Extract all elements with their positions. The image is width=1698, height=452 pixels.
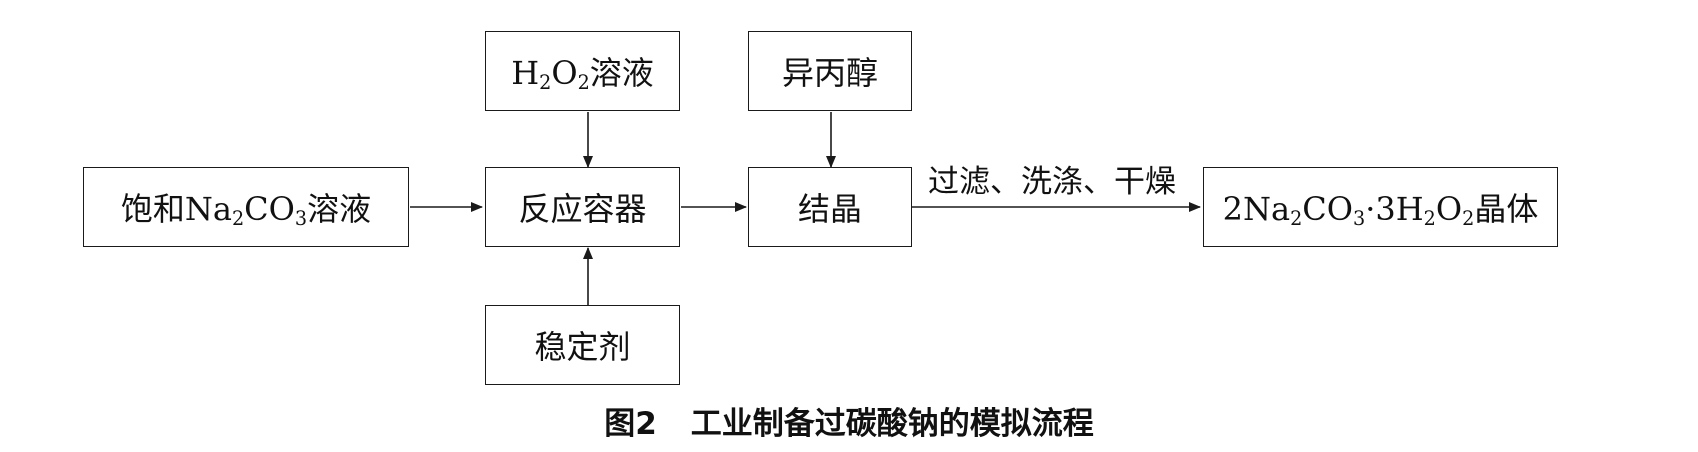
edge-label-filter-wash-dry: 过滤、洗涤、干燥	[928, 164, 1176, 200]
node-isopropanol: 异丙醇	[748, 31, 912, 111]
figure-number: 图2	[604, 406, 657, 442]
node-label: 结晶	[797, 190, 862, 228]
node-label: 稳定剂	[534, 328, 631, 366]
node-saturated-na2co3-solution: 饱和Na2CO3溶液	[83, 167, 409, 247]
node-crystallize: 结晶	[748, 167, 912, 247]
node-label: H2O2溶液	[511, 54, 654, 94]
node-label: 2Na2CO3·3H2O2晶体	[1222, 190, 1539, 230]
figure-caption: 图2 工业制备过碳酸钠的模拟流程	[0, 398, 1698, 443]
node-reactor: 反应容器	[485, 167, 680, 247]
node-label: 异丙醇	[781, 54, 878, 92]
node-label: 反应容器	[518, 190, 647, 228]
node-stabilizer: 稳定剂	[485, 305, 680, 385]
node-label: 饱和Na2CO3溶液	[120, 190, 372, 230]
node-h2o2-solution: H2O2溶液	[485, 31, 680, 111]
figure-title: 工业制备过碳酸钠的模拟流程	[690, 406, 1094, 442]
node-product-crystal: 2Na2CO3·3H2O2晶体	[1203, 167, 1558, 247]
